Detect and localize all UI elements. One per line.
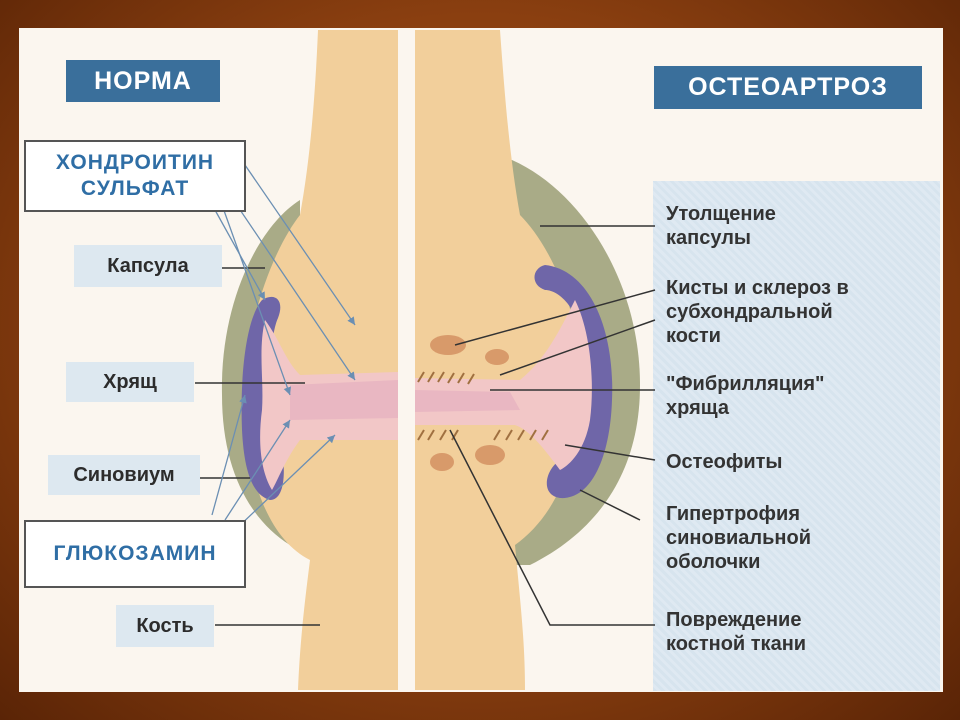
label-osteophytes-text: Остеофиты	[666, 451, 783, 473]
joint-space-right	[415, 390, 520, 412]
sclerosis-hatching	[417, 371, 549, 441]
label-cysts: Кисты и склероз в субхондральной кости	[666, 276, 849, 348]
label-capsule-thickening: Утолщение капсулы	[666, 202, 776, 250]
label-capsule-text: Капсула	[107, 254, 189, 277]
label-hypertrophy-1: Гипертрофия	[666, 503, 800, 525]
label-cysts-1: Кисты и склероз в	[666, 277, 849, 299]
label-synovium-text: Синовиум	[73, 463, 175, 486]
label-capsule-thickening-2: капсулы	[666, 227, 751, 249]
label-bone-damage-2: костной ткани	[666, 633, 807, 655]
label-fibrillation-1: "Фибрилляция"	[666, 373, 825, 395]
glucosamine-box: ГЛЮКОЗАМИН	[24, 520, 246, 588]
label-osteophytes: Остеофиты	[666, 450, 782, 474]
chondroitin-line1: ХОНДРОИТИН	[55, 151, 215, 174]
chondroitin-box: ХОНДРОИТИН СУЛЬФАТ	[24, 140, 246, 212]
right-leader-lines	[449, 225, 656, 626]
label-hypertrophy-3: оболочки	[666, 551, 761, 573]
label-capsule-thickening-1: Утолщение	[666, 203, 776, 225]
title-norm-text: НОРМА	[94, 66, 192, 95]
right-label-panel	[653, 181, 940, 691]
cysts	[430, 335, 509, 471]
joint-space-left	[290, 380, 398, 420]
label-hypertrophy-2: синовиальной	[666, 527, 812, 549]
synovium-right	[534, 265, 613, 499]
title-osteoarthrosis: ОСТЕОАРТРОЗ	[654, 66, 922, 109]
label-synovium: Синовиум	[48, 455, 200, 495]
label-fibrillation: "Фибрилляция" хряща	[666, 372, 825, 420]
label-cysts-3: кости	[666, 325, 721, 347]
glucosamine-text: ГЛЮКОЗАМИН	[53, 542, 217, 565]
label-bone-damage: Повреждение костной ткани	[666, 608, 806, 656]
cartilage-right	[415, 300, 592, 470]
bone-left	[245, 30, 398, 690]
label-bone-text: Кость	[136, 614, 194, 637]
drug-arrows	[211, 164, 356, 531]
label-fibrillation-2: хряща	[666, 397, 729, 419]
title-norm: НОРМА	[66, 60, 220, 102]
center-divider	[398, 28, 415, 692]
title-oa-text: ОСТЕОАРТРОЗ	[688, 73, 888, 101]
label-cartilage: Хрящ	[66, 362, 194, 402]
chondroitin-line2: СУЛЬФАТ	[80, 177, 190, 200]
label-capsule: Капсула	[74, 245, 222, 287]
label-hypertrophy: Гипертрофия синовиальной оболочки	[666, 502, 811, 574]
label-bone: Кость	[116, 605, 214, 647]
left-leader-lines	[195, 267, 320, 626]
label-cysts-2: субхондральной	[666, 301, 833, 323]
label-bone-damage-1: Повреждение	[666, 609, 802, 631]
label-cartilage-text: Хрящ	[103, 370, 157, 393]
